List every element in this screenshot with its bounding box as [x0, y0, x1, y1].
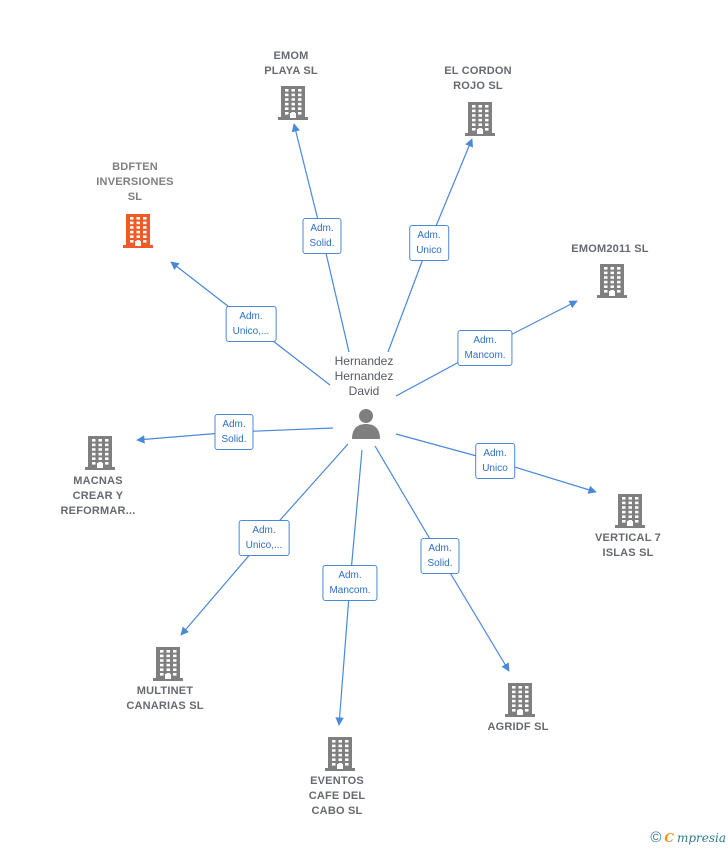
relation-badge-el-cordon-rojo[interactable]: Adm. Unico [409, 225, 449, 261]
company-label-line: REFORMAR... [60, 505, 136, 517]
copyright-icon: © [650, 829, 662, 846]
person-icon[interactable] [350, 407, 382, 439]
relation-badge-agridf[interactable]: Adm. Solid. [420, 538, 460, 574]
company-label-eventos[interactable]: EVENTOS CAFE DEL CABO SL [309, 774, 366, 819]
company-label-line: SL [127, 191, 143, 203]
relation-badge-emom2011[interactable]: Adm. Mancom. [457, 330, 513, 366]
building-icon[interactable] [152, 645, 184, 681]
relation-badge-line: Unico [416, 245, 442, 256]
relation-badge-line: Unico,... [245, 540, 283, 551]
building-icon[interactable] [84, 434, 116, 470]
building-icon[interactable] [614, 492, 646, 528]
company-label-emom-playa[interactable]: EMOM PLAYA SL [264, 49, 318, 79]
company-label-line: CREAR Y [72, 490, 124, 502]
company-label-line: CABO SL [311, 805, 363, 817]
relation-badge-line: Unico,... [232, 326, 270, 337]
company-label-emom2011[interactable]: EMOM2011 SL [571, 242, 648, 257]
relation-badge-line: Adm. [473, 335, 497, 346]
company-label-line: BDFTEN [112, 161, 158, 173]
relation-badge-line: Adm. [428, 543, 452, 554]
relation-badge-line: Adm. [239, 311, 263, 322]
relation-badge-line: Adm. [310, 223, 334, 234]
building-icon[interactable] [277, 84, 309, 120]
brand-initial: C [664, 830, 674, 845]
brand-name: mpresia [676, 830, 726, 845]
relation-badge-line: Adm. [252, 525, 276, 536]
company-label-el-cordon-rojo[interactable]: EL CORDON ROJO SL [444, 64, 512, 94]
company-label-line: EL CORDON [444, 65, 512, 77]
company-label-bdften[interactable]: BDFTEN INVERSIONES SL [96, 160, 173, 205]
company-label-line: EMOM2011 SL [571, 243, 649, 255]
relation-badge-line: Solid. [221, 434, 247, 445]
company-label-agridf[interactable]: AGRIDF SL [487, 720, 548, 735]
relation-badge-bdften[interactable]: Adm. Unico,... [225, 306, 277, 342]
company-label-line: MULTINET [136, 685, 194, 697]
person-name[interactable]: Hernandez Hernandez David [335, 354, 394, 399]
relation-badge-line: Solid. [309, 238, 335, 249]
relation-badge-line: Adm. [483, 448, 507, 459]
person-name-line-1: Hernandez [334, 354, 394, 368]
relation-badge-line: Mancom. [464, 350, 506, 361]
relation-badge-line: Adm. [222, 419, 246, 430]
building-icon[interactable] [122, 212, 154, 248]
company-label-line: PLAYA SL [264, 65, 318, 77]
company-label-line: AGRIDF SL [487, 721, 549, 733]
relation-badge-line: Mancom. [329, 585, 371, 596]
person-name-line-2: Hernandez [334, 369, 394, 383]
relation-badge-line: Unico [482, 463, 508, 474]
relation-badge-macnas[interactable]: Adm. Solid. [214, 414, 254, 450]
company-label-line: EVENTOS [310, 775, 364, 787]
relation-badge-emom-playa[interactable]: Adm. Solid. [302, 218, 342, 254]
company-label-line: CANARIAS SL [126, 700, 204, 712]
company-label-line: ROJO SL [453, 80, 503, 92]
building-icon[interactable] [464, 100, 496, 136]
relation-badge-line: Solid. [427, 558, 453, 569]
company-label-line: MACNAS [73, 475, 123, 487]
relation-badge-line: Adm. [338, 570, 362, 581]
company-label-vertical7[interactable]: VERTICAL 7 ISLAS SL [595, 531, 661, 561]
company-label-line: CAFE DEL [308, 790, 366, 802]
building-icon[interactable] [504, 681, 536, 717]
relation-badge-multinet[interactable]: Adm. Unico,... [238, 520, 290, 556]
building-icon[interactable] [596, 262, 628, 298]
relation-badge-eventos[interactable]: Adm. Mancom. [322, 565, 378, 601]
relation-badge-line: Adm. [417, 230, 441, 241]
company-label-line: VERTICAL 7 [595, 532, 661, 544]
company-label-line: EMOM [273, 50, 309, 62]
company-label-macnas[interactable]: MACNAS CREAR Y REFORMAR... [61, 474, 136, 519]
person-name-line-3: David [348, 384, 380, 398]
company-label-line: ISLAS SL [602, 547, 654, 559]
company-label-line: INVERSIONES [96, 176, 174, 188]
relation-badge-vertical7[interactable]: Adm. Unico [475, 443, 515, 479]
company-label-multinet[interactable]: MULTINET CANARIAS SL [126, 684, 203, 714]
building-icon[interactable] [324, 735, 356, 771]
